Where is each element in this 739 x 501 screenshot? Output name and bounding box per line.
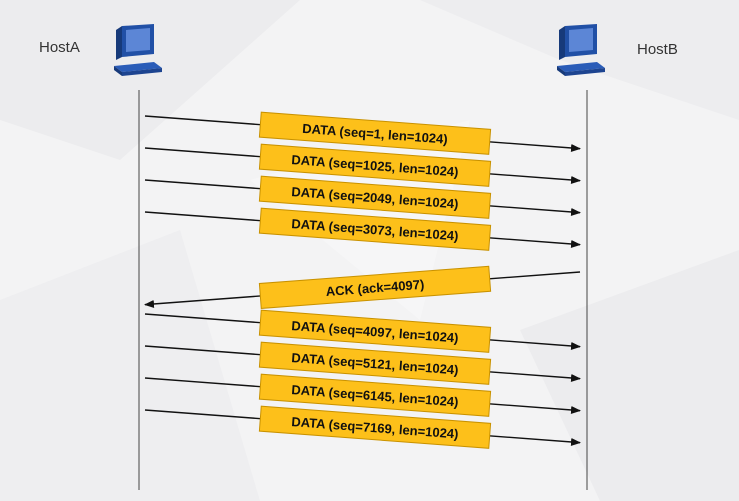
data-message-8: DATA (seq=6145, len=1024)	[144, 373, 581, 417]
host-a-label: HostA	[39, 39, 80, 56]
data-message-7: DATA (seq=5121, len=1024)	[144, 341, 581, 385]
message-box	[258, 373, 492, 417]
data-message-9: DATA (seq=7169, len=1024)	[144, 405, 581, 449]
data-message-3: DATA (seq=2049, len=1024)	[144, 175, 581, 219]
message-label: ACK (ack=4097)	[325, 277, 424, 299]
data-message-2: DATA (seq=1025, len=1024)	[144, 143, 581, 187]
host-b-computer-icon	[557, 24, 605, 76]
message-box	[258, 207, 492, 251]
message-box	[258, 175, 492, 219]
data-message-1: DATA (seq=1, len=1024)	[144, 111, 581, 155]
host-a-computer-icon	[114, 24, 162, 76]
host-b-label: HostB	[637, 41, 678, 58]
message-box	[258, 265, 492, 309]
message-box	[258, 405, 492, 449]
message-box	[258, 143, 492, 187]
message-box	[258, 111, 492, 155]
message-box	[258, 309, 492, 353]
data-message-4: DATA (seq=3073, len=1024)	[144, 207, 581, 251]
ack-message-5: ACK (ack=4097)	[144, 265, 581, 309]
message-box	[258, 341, 492, 385]
data-message-6: DATA (seq=4097, len=1024)	[144, 309, 581, 353]
